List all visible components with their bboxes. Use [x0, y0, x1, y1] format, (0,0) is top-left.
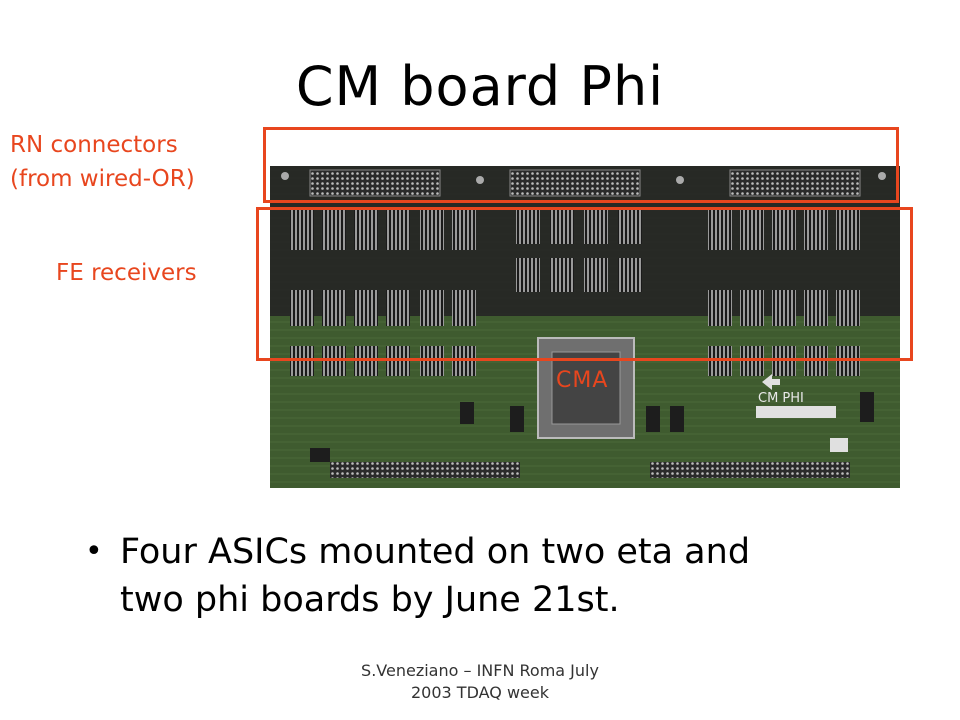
fe-receivers-highlight-box	[256, 207, 913, 361]
fe-receivers-label: FE receivers	[56, 260, 197, 286]
slide-title: CM board Phi	[295, 55, 665, 118]
silkscreen-label-plate	[756, 406, 836, 418]
footer-line2: 2003 TDAQ week	[411, 683, 549, 702]
footer-line1: S.Veneziano – INFN Roma July	[361, 661, 599, 680]
cma-label: CMA	[556, 368, 609, 393]
silkscreen-label-tab	[830, 438, 848, 452]
silkscreen-arrow-icon	[762, 374, 780, 390]
rn-label-line2: (from wired-OR)	[10, 166, 195, 192]
slide-footer: S.Veneziano – INFN Roma July 2003 TDAQ w…	[320, 660, 640, 704]
rn-connectors	[281, 169, 886, 197]
bullet-dot: •	[85, 534, 103, 569]
passive-components	[310, 392, 874, 462]
cma-asic	[537, 337, 635, 439]
bottom-connectors	[330, 462, 850, 478]
bullet-line2: two phi boards by June 21st.	[120, 580, 620, 620]
rn-connectors-highlight-box	[263, 127, 899, 203]
bullet-line1: Four ASICs mounted on two eta and	[120, 532, 751, 572]
rn-connectors-label: RN connectors (from wired-OR)	[10, 128, 195, 196]
bullet-text: Four ASICs mounted on two eta and two ph…	[120, 528, 910, 624]
board-silkscreen-text: CM PHI	[758, 391, 804, 406]
rn-label-line1: RN connectors	[10, 132, 178, 158]
fe-receiver-chips	[290, 210, 860, 376]
cm-board-photo: CM PHI	[270, 166, 900, 488]
